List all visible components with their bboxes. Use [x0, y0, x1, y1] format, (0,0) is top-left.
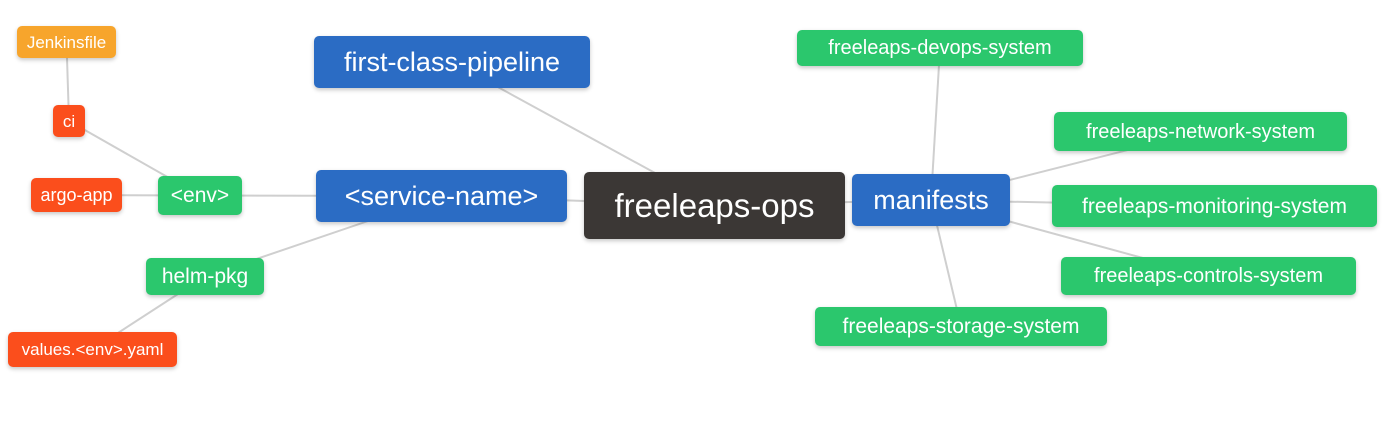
node-values-env-yaml[interactable]: values.<env>.yaml: [8, 332, 177, 367]
node-freeleaps-devops-system[interactable]: freeleaps-devops-system: [797, 30, 1083, 66]
node-freeleaps-monitoring-system[interactable]: freeleaps-monitoring-system: [1052, 185, 1377, 227]
node-jenkinsfile[interactable]: Jenkinsfile: [17, 26, 116, 58]
node-ci[interactable]: ci: [53, 105, 85, 137]
node-freeleaps-ops[interactable]: freeleaps-ops: [584, 172, 845, 239]
node-freeleaps-storage-system[interactable]: freeleaps-storage-system: [815, 307, 1107, 346]
node-freeleaps-controls-system[interactable]: freeleaps-controls-system: [1061, 257, 1356, 295]
node-service-name[interactable]: <service-name>: [316, 170, 567, 222]
node-env[interactable]: <env>: [158, 176, 242, 215]
node-argo-app[interactable]: argo-app: [31, 178, 122, 212]
node-helm-pkg[interactable]: helm-pkg: [146, 258, 264, 295]
node-freeleaps-network-system[interactable]: freeleaps-network-system: [1054, 112, 1347, 151]
node-first-class-pipeline[interactable]: first-class-pipeline: [314, 36, 590, 88]
node-manifests[interactable]: manifests: [852, 174, 1010, 226]
